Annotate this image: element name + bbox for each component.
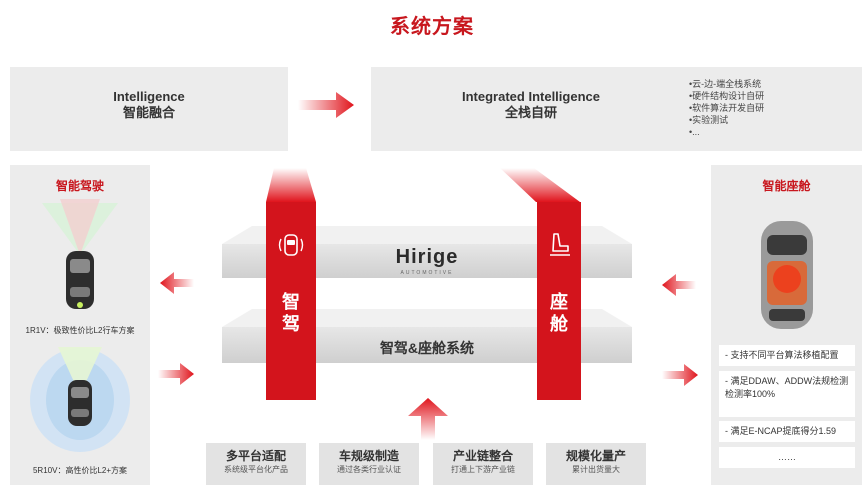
hirige-logo: Hirige [222,246,632,269]
bottom-card-sub: 系统级平台化产品 [224,465,288,474]
pillar-char: 舱 [550,314,568,334]
car-1r1v-image [42,199,118,309]
feature-item: 实验测试 [689,114,764,126]
bottom-card-sub: 累计出货量大 [572,465,620,474]
feature-item: ... [689,126,764,138]
car-5r10v-image [30,347,130,452]
bottom-card-mass-production: 规模化量产 累计出货量大 [546,443,646,485]
cockpit-check-item: - 满足DDAW、ADDW法规检测检测率100% [719,371,855,417]
car-1r1v-caption: 1R1V：极致性价比L2行车方案 [25,326,135,335]
bottom-card-sub: 通过各类行业认证 [337,465,401,474]
cockpit-check-item: - 支持不同平台算法移植配置 [719,345,855,366]
bottom-card-title: 产业链整合 [452,449,513,463]
intelligence-box: Intelligence 智能融合 [10,67,288,151]
driving-title: 智能驾驶 [55,179,104,193]
page-title: 系统方案 [390,16,474,38]
integrated-cn: 全栈自研 [504,105,557,120]
bottom-card-manufacturing: 车规级制造 通过各类行业认证 [319,443,419,485]
driving-panel: 智能驾驶 1R1V：极致性价比L2行车方案 5R10V：高性价比L2+方案 [10,165,150,485]
car-5r10v-caption: 5R10V：高性价比L2+方案 [32,466,128,475]
cockpit-title: 智能座舱 [762,179,811,193]
car-camera-icon [278,234,304,256]
pillar-char: 座 [550,292,568,312]
bottom-card-title: 规模化量产 [565,449,626,463]
arrow-left-icon [662,274,696,296]
car-cockpit-image [761,221,813,329]
cockpit-check-item: …… [719,447,855,468]
arrow-up-icon [408,398,448,440]
bottom-card-platform: 多平台适配 系统级平台化产品 [206,443,306,485]
intelligence-cn: 智能融合 [122,105,175,120]
pillar-char: 驾 [282,314,300,334]
bottom-card-title: 多平台适配 [225,449,286,463]
feature-item: 云-边-端全栈系统 [689,78,764,90]
pillar-right-glow [500,168,580,202]
intelligence-title: Intelligence 智能融合 [10,89,288,121]
car-seat-icon [550,233,570,256]
arrow-right-icon [158,363,194,385]
system-name: 智驾&座舱系统 [379,340,475,356]
cockpit-panel: 智能座舱 - 支持不同平台算法移植配置 - 满足DDAW、ADDW法规检测检测率… [711,165,862,485]
bottom-card-supply-chain: 产业链整合 打通上下游产业链 [433,443,533,485]
bottom-card-title: 车规级制造 [338,449,399,463]
cockpit-check-item: - 满足E-NCAP提底得分1.59 [719,421,855,442]
feature-item: 软件算法开发自研 [689,102,764,114]
arrow-right-icon [662,364,698,386]
intelligence-en: Intelligence [113,89,185,104]
arrow-right-icon [298,92,354,118]
driving-pillar: 智 驾 [266,202,316,400]
integrated-title: Integrated Intelligence 全栈自研 [371,89,691,121]
pillar-char: 智 [282,292,300,312]
bottom-card-sub: 打通上下游产业链 [451,465,515,474]
feature-item: 硬件结构设计自研 [689,90,764,102]
feature-list: 云-边-端全栈系统 硬件结构设计自研 软件算法开发自研 实验测试 ... [689,78,764,138]
hirige-sub: AUTOMOTIVE [400,270,454,276]
arrow-left-icon [160,272,194,294]
pillar-left-glow [266,168,316,202]
integrated-box: Integrated Intelligence 全栈自研 云-边-端全栈系统 硬… [371,67,862,151]
hirige-brand: Hirige [395,246,459,268]
cockpit-pillar: 座 舱 [537,202,581,400]
integrated-en: Integrated Intelligence [462,89,600,104]
